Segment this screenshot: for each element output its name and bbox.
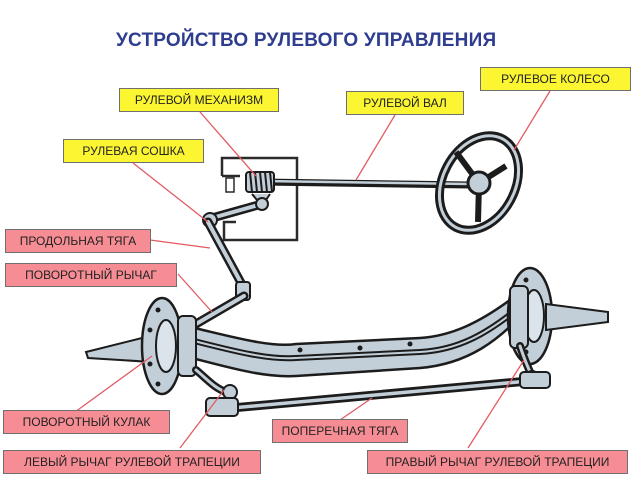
leader-lines bbox=[74, 90, 551, 449]
steering-knuckle-right bbox=[506, 266, 609, 366]
steering-shaft bbox=[261, 178, 471, 189]
label-right-trapezoid-arm: ПРАВЫЙ РЫЧАГ РУЛЕВОЙ ТРАПЕЦИИ bbox=[367, 450, 628, 474]
tie-rod bbox=[205, 371, 551, 417]
front-axle-beam bbox=[182, 298, 531, 378]
label-left-trapezoid-arm: ЛЕВЫЙ РЫЧАГ РУЛЕВОЙ ТРАПЕЦИИ bbox=[3, 450, 261, 474]
steering-arm bbox=[191, 291, 249, 329]
label-steering-wheel: РУЛЕВОЕ КОЛЕСО bbox=[480, 67, 631, 91]
left-trapezoid-arm bbox=[192, 366, 238, 400]
label-tie-rod: ПОПЕРЕЧНАЯ ТЯГА bbox=[272, 419, 408, 443]
page-title: УСТРОЙСТВО РУЛЕВОГО УПРАВЛЕНИЯ bbox=[116, 30, 497, 51]
steering-knuckle-left bbox=[84, 296, 197, 396]
label-drag-link: ПРОДОЛЬНАЯ ТЯГА bbox=[5, 229, 151, 253]
label-steering-knuckle: ПОВОРОТНЫЙ КУЛАК bbox=[3, 410, 170, 434]
label-pitman-arm: РУЛЕВАЯ СОШКА bbox=[63, 139, 204, 163]
label-steering-shaft: РУЛЕВОЙ ВАЛ bbox=[346, 91, 464, 115]
label-steering-arm: ПОВОРОТНЫЙ РЫЧАГ bbox=[5, 263, 177, 287]
label-steering-gear: РУЛЕВОЙ МЕХАНИЗМ bbox=[119, 88, 279, 112]
drag-link bbox=[203, 217, 251, 301]
steering-gear-housing bbox=[220, 156, 299, 242]
steering-wheel bbox=[434, 131, 524, 235]
